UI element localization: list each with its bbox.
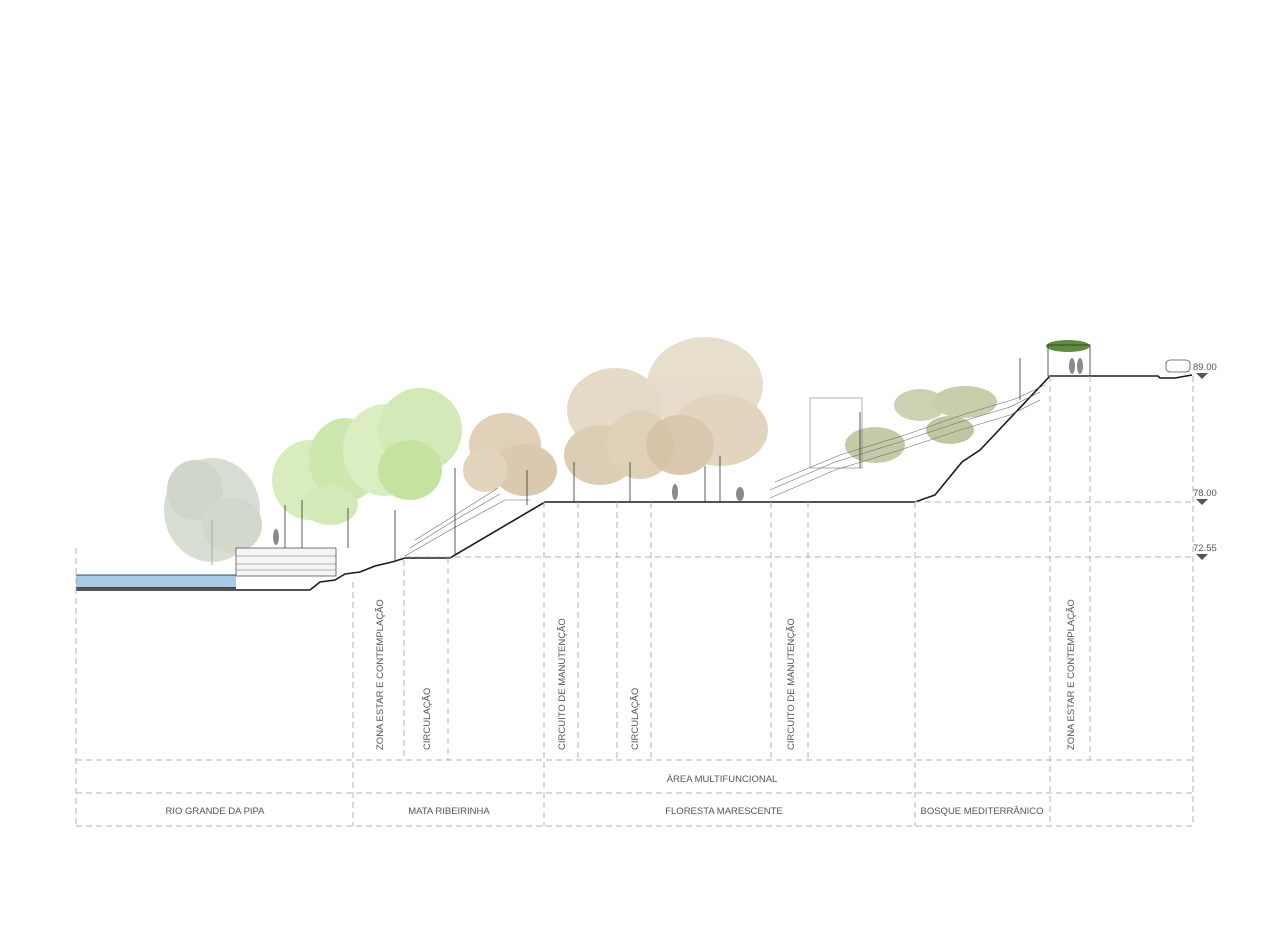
pergola-plant-icon [1046,340,1090,352]
zone-label: BOSQUE MEDITERRÂNICO [921,806,1044,817]
vertical-label: ZONA ESTAR E CONTEMPLAÇÃO [1066,599,1077,750]
willow-tree-icon [164,458,262,565]
lamp-posts [284,358,1021,560]
elevation-marker: 78.00 [1193,488,1217,505]
vegetation [164,337,1090,565]
elevation-marker: 89.00 [1193,362,1217,379]
zone-dividers [75,376,1194,826]
zone-label: FLORESTA MARESCENTE [665,806,783,817]
elevation-lines [405,501,1193,558]
zone-bands: ÁREA MULTIFUNCIONAL RIO GRANDE DA PIPA M… [76,759,1193,827]
zone-label: RIO GRANDE DA PIPA [165,806,265,817]
marsh-tree-icon [646,337,768,475]
vertical-label: CIRCULAÇÃO [630,688,641,750]
riparian-tree-icon [272,388,462,525]
river [76,574,236,589]
elevation-markers: 89.00 78.00 72.55 [1193,362,1217,560]
elevation-marker: 72.55 [1193,543,1217,560]
band-label-multifunctional: ÁREA MULTIFUNCIONAL [667,774,778,785]
svg-text:89.00: 89.00 [1193,362,1217,373]
vertical-label: CIRCUITO DE MANUTENÇÃO [557,618,568,750]
vertical-label: CIRCULAÇÃO [422,688,433,750]
svg-text:72.55: 72.55 [1193,543,1217,554]
vertical-label: ZONA ESTAR E CONTEMPLAÇÃO [375,599,386,750]
mediterranean-tree-icon [845,386,997,463]
people-silhouettes [273,358,1083,545]
vertical-label: CIRCUITO DE MANUTENÇÃO [786,618,797,750]
car-icon [1165,359,1191,373]
marsh-tree-icon [463,413,557,496]
vertical-labels: ZONA ESTAR E CONTEMPLAÇÃO CIRCULAÇÃO CIR… [375,599,1077,750]
zone-label: MATA RIBEIRINHA [408,806,490,817]
svg-text:78.00: 78.00 [1193,488,1217,499]
ground-profile [76,344,1193,591]
